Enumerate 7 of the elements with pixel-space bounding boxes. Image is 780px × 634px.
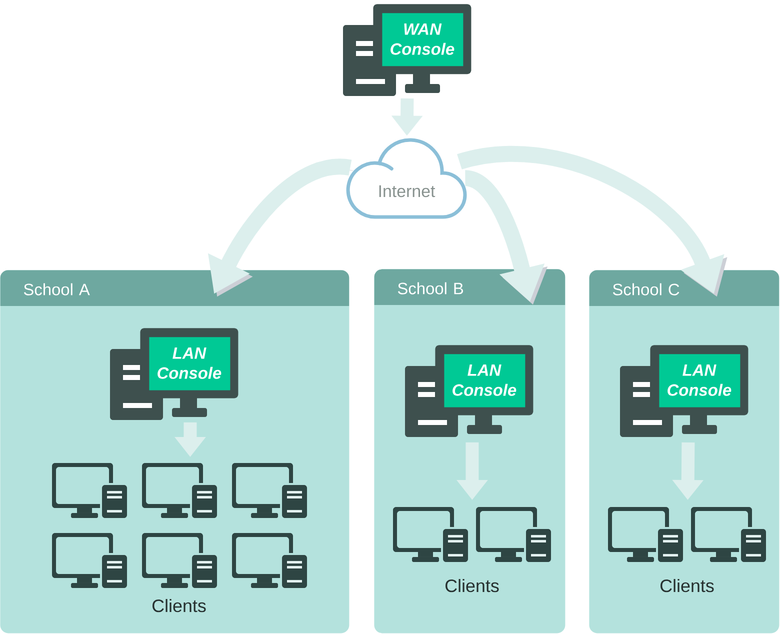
- caption-text: Clients: [446, 578, 499, 592]
- caption-text: Clients: [660, 578, 714, 592]
- desktop-computer: LAN Console: [405, 345, 534, 437]
- caption-text: Clients: [152, 598, 206, 612]
- desktop-computer: WAN Console: [343, 4, 472, 96]
- desktop-computer: LAN Console: [110, 328, 238, 420]
- desktop-computer: LAN Console: [620, 345, 748, 437]
